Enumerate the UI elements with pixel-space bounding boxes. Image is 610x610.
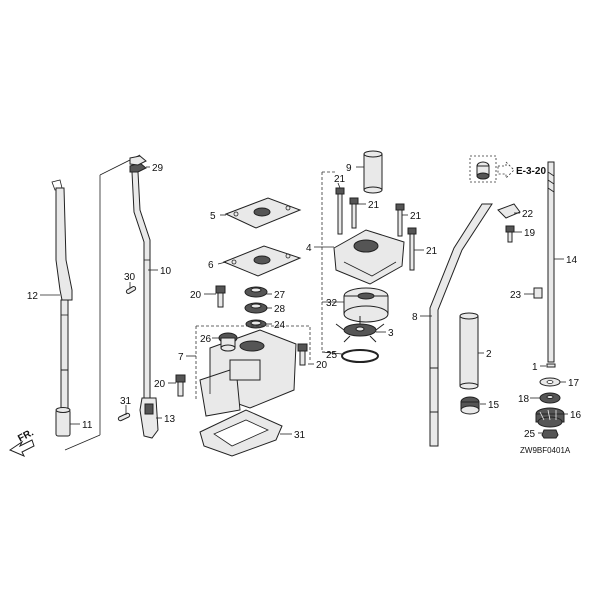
callout-20-lower: 20	[154, 379, 166, 390]
tube-sleeve-2	[459, 312, 479, 390]
bolt-20-upper	[215, 285, 226, 308]
diagram-code: ZW9BF0401A	[520, 446, 571, 455]
oil-seal-25-b	[244, 302, 268, 314]
callout-4: 4	[306, 243, 312, 254]
callout-29: 29	[152, 163, 164, 174]
callout-32: 32	[326, 298, 338, 309]
grommet-15	[460, 396, 480, 415]
reference-label: E-3-20	[516, 166, 546, 177]
bolt-19	[505, 225, 515, 243]
callout-7: 7	[178, 352, 184, 363]
impeller-3	[335, 316, 385, 343]
callout-27: 25	[326, 350, 338, 361]
callout-6: 6	[208, 260, 214, 271]
leader-lines	[40, 166, 568, 435]
impeller-liner-32	[343, 287, 389, 323]
callout-25-b: 28	[274, 304, 286, 315]
clip-22	[497, 203, 521, 219]
reference-part-box	[469, 155, 497, 183]
callout-25-a: 27	[274, 290, 286, 301]
callout-26: 26	[200, 334, 212, 345]
callout-3: 3	[388, 328, 394, 339]
bolt-20-lower	[175, 374, 186, 397]
callout-30: 25	[524, 429, 536, 440]
pin-31-upper	[125, 286, 137, 294]
callout-8: 8	[412, 312, 418, 323]
callout-20-upper: 20	[190, 290, 202, 301]
rod-10	[131, 171, 151, 401]
washer-18	[539, 392, 561, 404]
bolt-20-right	[297, 343, 308, 366]
gasket-28	[199, 409, 283, 457]
callout-19: 19	[524, 228, 536, 239]
housing-group-bracket	[196, 325, 311, 362]
washer-17	[539, 377, 561, 387]
callout-10: 10	[160, 266, 172, 277]
front-arrow-icon	[8, 439, 35, 457]
callout-2: 2	[486, 349, 492, 360]
bolt-21-d	[407, 227, 417, 271]
o-ring-27	[341, 349, 379, 363]
callout-16: 16	[570, 410, 582, 421]
callout-9: 9	[346, 163, 352, 174]
callout-28: 31	[294, 430, 306, 441]
collar-11	[55, 407, 71, 437]
pin-23	[533, 287, 543, 299]
callout-20-right: 20	[316, 360, 328, 371]
vertical-shaft-14	[547, 161, 555, 363]
gasket-plate-6	[222, 245, 302, 277]
callout-14: 14	[566, 255, 578, 266]
callout-21-b: 21	[368, 200, 380, 211]
callout-22: 22	[522, 209, 534, 220]
reference-arrow-icon	[497, 161, 515, 179]
bolt-21-b	[349, 197, 359, 229]
nut-29	[129, 155, 147, 173]
gear-16	[535, 407, 565, 428]
bolt-21-a	[335, 187, 345, 235]
callout-31-lower: 31	[120, 396, 132, 407]
callout-23: 23	[510, 290, 522, 301]
bracket-line-bottom	[64, 434, 101, 451]
callout-21-d: 21	[426, 246, 438, 257]
callout-labels: 12 11 10 29 30 31 13 5 6 20 27 28 24 26 …	[27, 163, 582, 441]
callout-21-c: 21	[410, 211, 422, 222]
o-ring-24	[245, 319, 267, 329]
callout-18: 18	[518, 394, 530, 405]
sleeve-9	[363, 150, 383, 194]
nut-30	[541, 429, 559, 439]
callout-31-upper: 30	[124, 272, 136, 283]
callout-24: 24	[274, 320, 286, 331]
impeller-housing-4	[333, 229, 405, 285]
pin-31-lower	[117, 412, 131, 422]
callout-17: 17	[568, 378, 580, 389]
callout-5: 5	[210, 211, 216, 222]
callout-12: 12	[27, 291, 39, 302]
pump-housing-7	[199, 329, 297, 417]
pin-1	[546, 363, 556, 368]
callout-21-a: 21	[334, 174, 346, 185]
oil-seal-25-a	[244, 286, 268, 298]
gasket-plate-5	[224, 197, 302, 229]
bolt-21-c	[395, 203, 405, 237]
callout-13: 13	[164, 414, 176, 425]
callout-11: 11	[82, 420, 93, 431]
shift-rod-12	[51, 179, 73, 411]
grommet-26	[218, 332, 238, 352]
lever-13	[139, 397, 159, 439]
callout-1: 1	[532, 362, 538, 373]
water-tube-8	[429, 203, 493, 447]
callout-15: 15	[488, 400, 500, 411]
